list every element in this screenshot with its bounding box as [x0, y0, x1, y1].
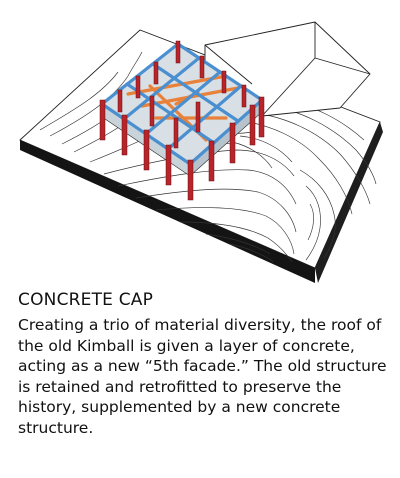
column [121, 114, 128, 156]
structural-columns [99, 40, 265, 201]
column [229, 122, 236, 164]
caption: CONCRETE CAP Creating a trio of material… [18, 290, 388, 438]
column [149, 95, 155, 127]
column [165, 144, 172, 186]
column [208, 140, 215, 182]
column [143, 129, 150, 171]
column [241, 84, 247, 108]
column [195, 101, 201, 133]
column [258, 96, 265, 138]
column [199, 55, 205, 79]
topographic-contours [39, 51, 377, 263]
column [175, 40, 181, 64]
column [135, 75, 141, 99]
column [153, 61, 159, 85]
column [187, 159, 194, 201]
column [249, 104, 256, 146]
column [221, 70, 227, 94]
column [173, 117, 179, 149]
column [99, 99, 106, 141]
kimball-building [99, 40, 265, 201]
site-axonometric-diagram [19, 21, 383, 283]
roof-beams [100, 42, 264, 166]
column [117, 89, 123, 113]
caption-title: CONCRETE CAP [18, 290, 154, 310]
caption-body: Creating a trio of material diversity, t… [18, 316, 387, 437]
